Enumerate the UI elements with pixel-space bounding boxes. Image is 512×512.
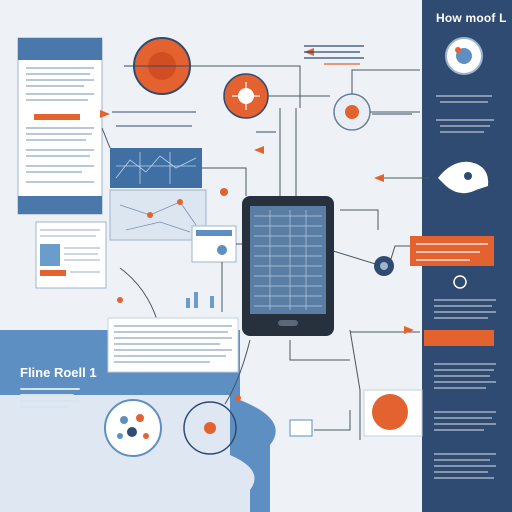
left-text-line (20, 394, 74, 396)
network-chart-lines (115, 152, 197, 184)
diagram-node (147, 212, 153, 218)
document-card-lines (26, 67, 94, 183)
orbit-icon-dot (455, 47, 461, 53)
document-card-highlight (34, 114, 80, 120)
network-chart-card (110, 148, 202, 188)
document-card-header (18, 38, 102, 60)
left-title: Fline Roell 1 (20, 365, 97, 380)
diagram-card-links (119, 201, 197, 233)
network-circle-dots (117, 414, 149, 439)
orange-callout (410, 236, 494, 266)
orange-card-disc (372, 394, 408, 430)
small-dashboard-bar (40, 270, 66, 276)
bird-icon (438, 161, 489, 194)
connector-lines (101, 65, 430, 440)
left-text-line (20, 406, 68, 408)
tablet-home-button (278, 320, 298, 326)
caption-lines (112, 111, 412, 133)
small-dashboard-lines (40, 229, 100, 273)
document-card (17, 37, 103, 215)
orbit-icon-core (345, 105, 359, 119)
left-text-line (20, 400, 80, 402)
mini-panel-bar (196, 230, 232, 236)
document-card-footer (18, 196, 102, 214)
right-panel-text-lines (434, 95, 496, 479)
right-title: How moof L (436, 11, 507, 25)
orange-callout-lines (416, 243, 488, 261)
text-card (107, 317, 239, 373)
small-dashboard-image (40, 244, 60, 266)
text-card-lines (114, 325, 232, 363)
orbit-circle (183, 401, 237, 455)
orbit-circle-core (204, 422, 216, 434)
mini-panel-dot (217, 245, 227, 255)
tablet-screen-grid (254, 210, 322, 310)
diagram-node (177, 199, 183, 205)
bulb-icon (453, 275, 467, 289)
chip-icon (289, 419, 313, 437)
orange-label (424, 330, 494, 346)
ring-icon-center (380, 262, 388, 270)
left-text-line (20, 388, 80, 390)
tablet-screen (250, 206, 326, 314)
bird-icon-eye (464, 172, 472, 180)
top-text-block (304, 45, 364, 59)
gear-icon-spokes (232, 82, 260, 110)
flask-icons (186, 292, 214, 308)
